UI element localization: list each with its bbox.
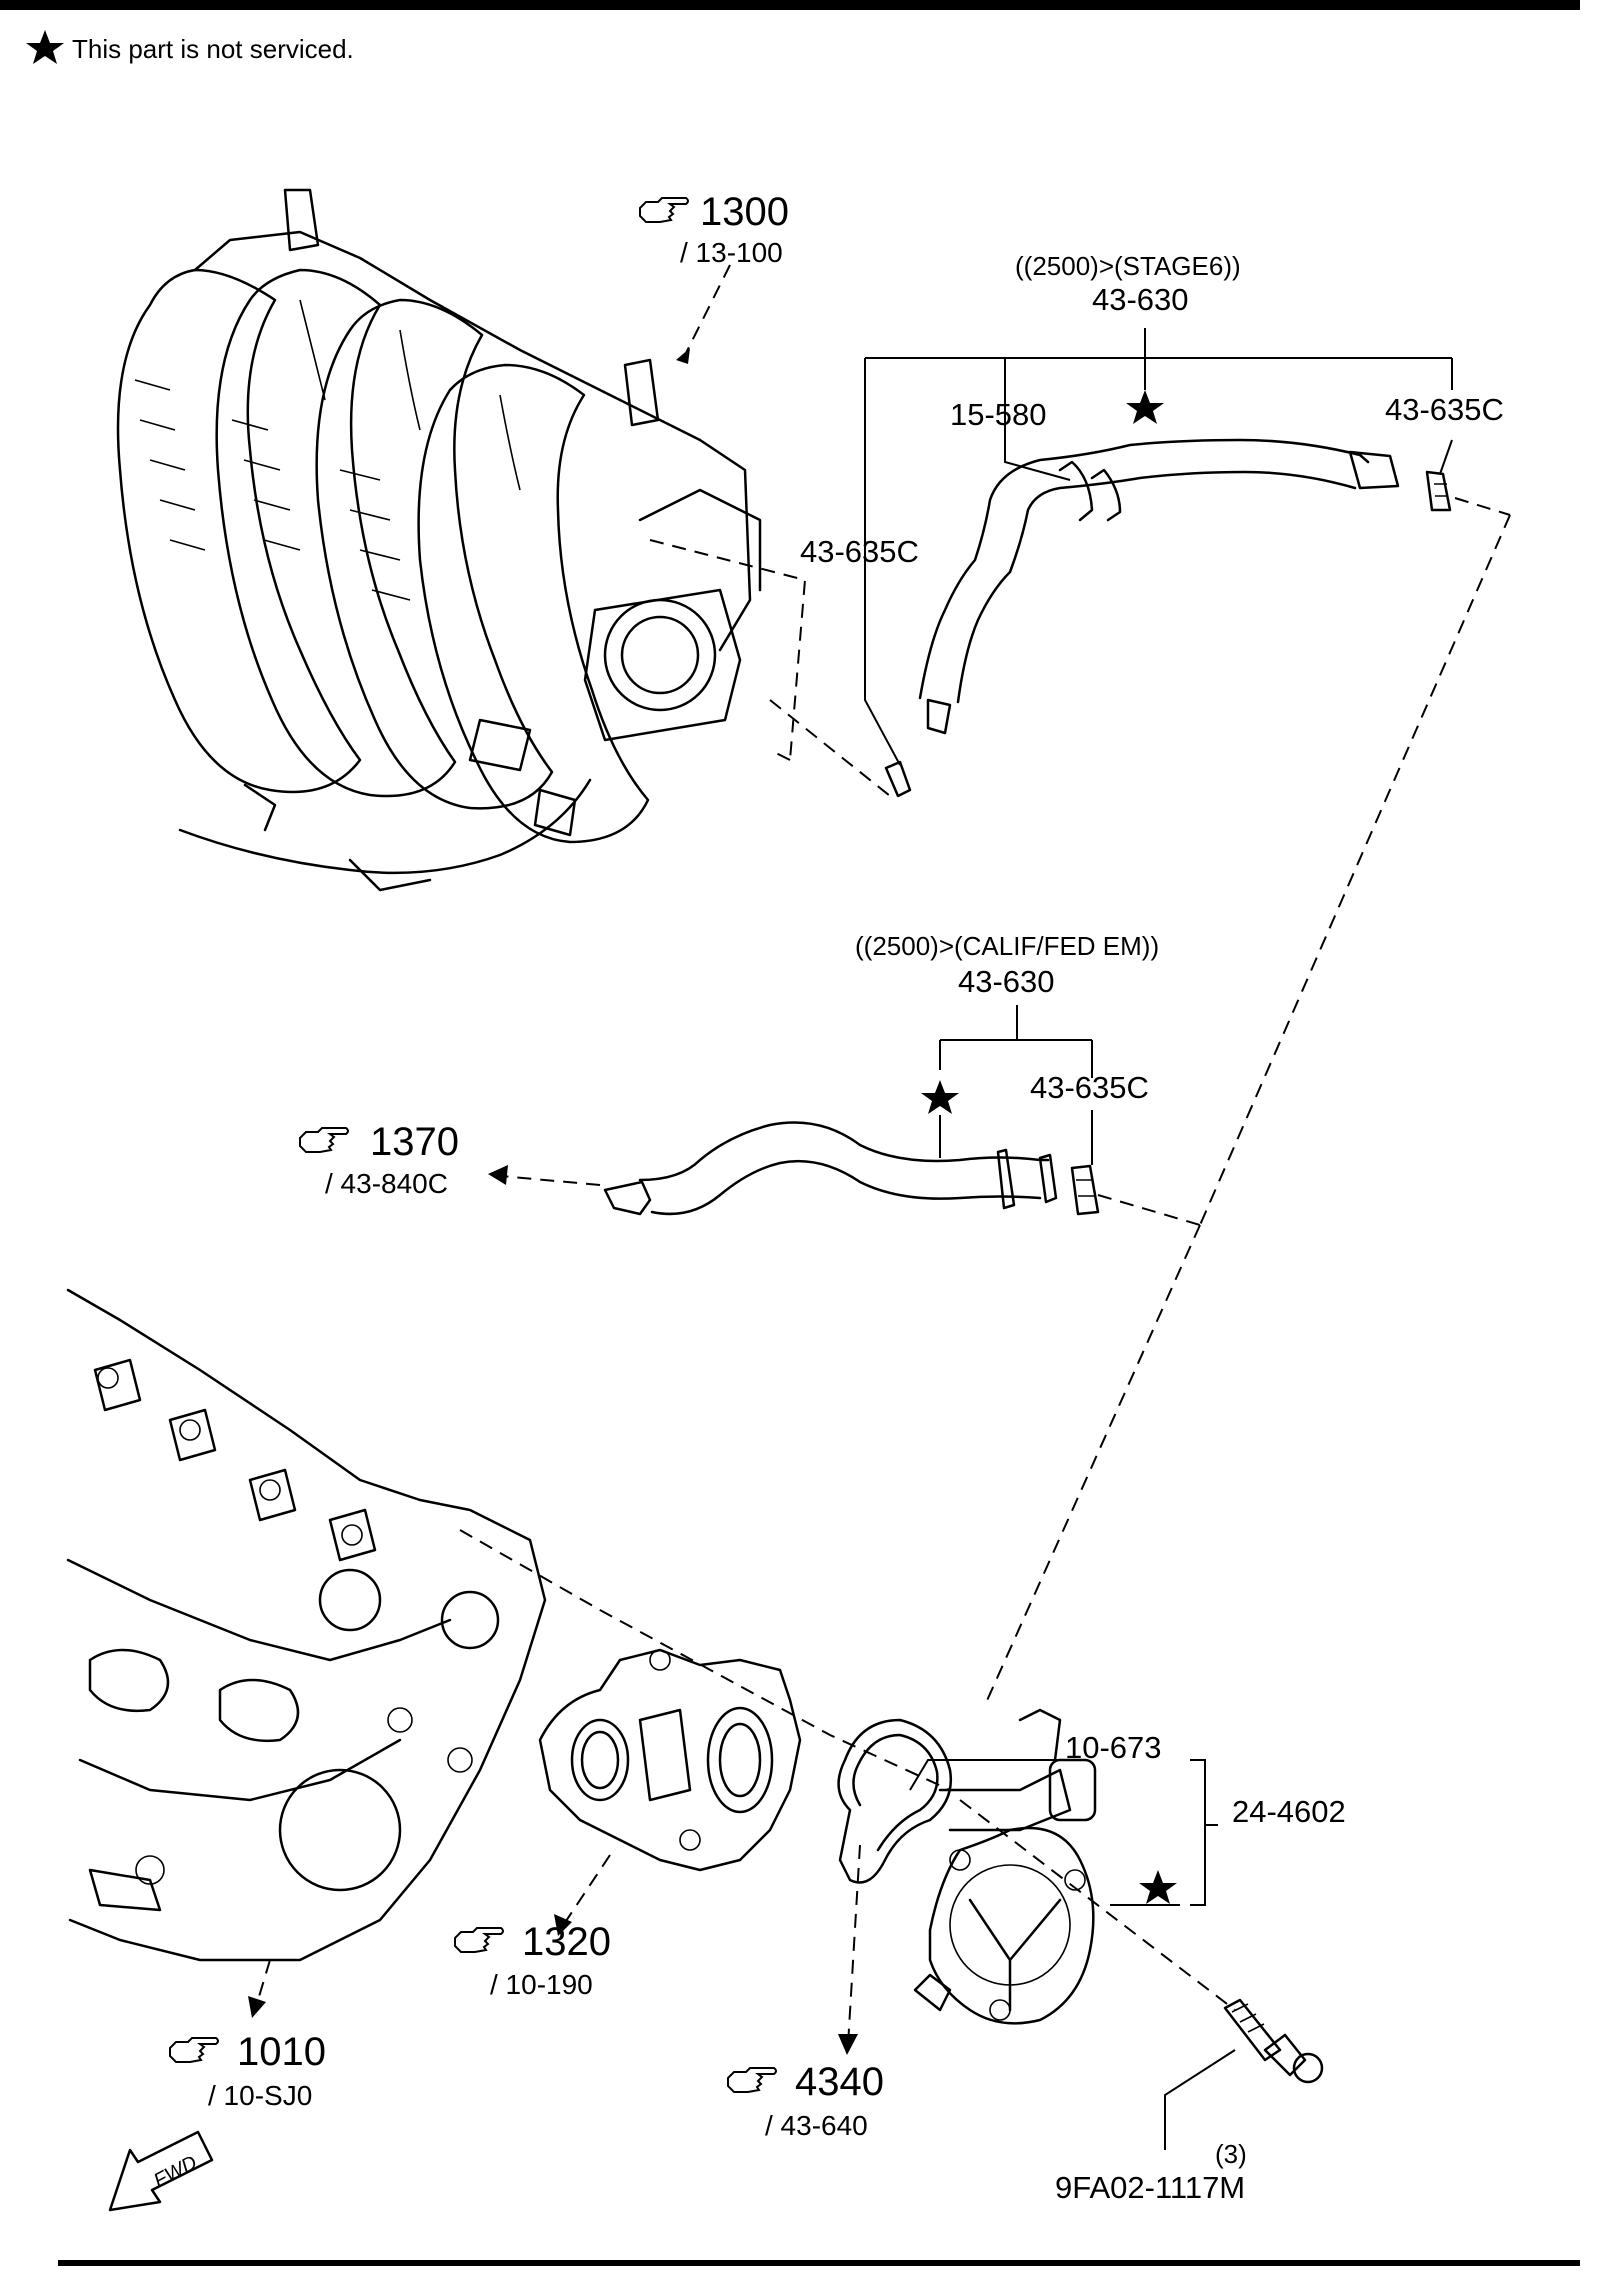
svg-text:4340: 4340 bbox=[795, 2060, 884, 2104]
bottom-border bbox=[58, 2260, 1580, 2266]
svg-text:/ 10-SJ0: / 10-SJ0 bbox=[208, 2080, 312, 2111]
bolt bbox=[1223, 1998, 1324, 2084]
svg-text:/ 10-190: / 10-190 bbox=[490, 1969, 593, 2000]
upper-hose bbox=[884, 438, 1452, 798]
star-icon bbox=[1139, 1870, 1177, 1904]
svg-text:FWD: FWD bbox=[150, 2152, 201, 2193]
pointing-hand-icon bbox=[639, 197, 689, 223]
reference-4340: 4340 / 43-640 bbox=[727, 2060, 884, 2141]
star-icon bbox=[921, 1080, 959, 1114]
lower-hose-condition: ((2500)>(CALIF/FED EM)) bbox=[855, 931, 1159, 961]
reference-1370: 1370 / 43-840C bbox=[299, 1120, 459, 1199]
pointing-hand-icon bbox=[169, 2037, 219, 2063]
label-15-580: 15-580 bbox=[950, 397, 1047, 432]
reference-1320: 1320 / 10-190 bbox=[454, 1920, 611, 2000]
upper-hose-condition: ((2500)>(STAGE6)) bbox=[1015, 251, 1241, 281]
gasket-label: 10-673 bbox=[1065, 1730, 1162, 1765]
upper-clamp-right: 43-635C bbox=[1385, 392, 1504, 427]
top-border bbox=[0, 0, 1580, 10]
svg-text:/ 43-640: / 43-640 bbox=[765, 2110, 868, 2141]
lower-hose bbox=[603, 1121, 1100, 1216]
bolt-part-number: 9FA02-1117M bbox=[1055, 2170, 1245, 2205]
cover-1320 bbox=[538, 1648, 802, 1872]
svg-text:1010: 1010 bbox=[237, 2030, 326, 2074]
legend-note: This part is not serviced. bbox=[26, 30, 354, 64]
leader-lines bbox=[864, 328, 1453, 2150]
svg-text:1300: 1300 bbox=[700, 190, 789, 234]
upper-clamp-left: 43-635C bbox=[800, 534, 919, 569]
pointing-hand-icon bbox=[727, 2067, 777, 2093]
pump-assembly-label: 24-4602 bbox=[1232, 1794, 1346, 1829]
pointing-hand-icon bbox=[454, 1927, 504, 1953]
star-icon bbox=[26, 30, 64, 64]
svg-text:/ 43-840C: / 43-840C bbox=[325, 1168, 448, 1199]
bolt-qty: (3) bbox=[1215, 2139, 1247, 2169]
lower-clamp: 43-635C bbox=[1030, 1070, 1149, 1105]
svg-text:/ 13-100: / 13-100 bbox=[680, 237, 783, 268]
reference-1010: 1010 / 10-SJ0 bbox=[169, 2030, 326, 2111]
dashed-callouts bbox=[254, 264, 1511, 2046]
upper-hose-assembly: 43-630 bbox=[1092, 282, 1189, 317]
arrowheads bbox=[248, 348, 858, 2055]
svg-text:1320: 1320 bbox=[522, 1920, 611, 1964]
water-pump bbox=[837, 1708, 1097, 2025]
intake-manifold bbox=[116, 188, 762, 892]
fwd-arrow-icon: FWD bbox=[108, 2130, 214, 2212]
lower-hose-assembly: 43-630 bbox=[958, 964, 1055, 999]
star-icon bbox=[1126, 390, 1164, 424]
pointing-hand-icon bbox=[299, 1127, 349, 1153]
reference-1300: 1300 / 13-100 bbox=[639, 190, 789, 268]
cylinder-block bbox=[66, 1288, 547, 1962]
legend-text: This part is not serviced. bbox=[72, 34, 354, 64]
svg-text:1370: 1370 bbox=[370, 1120, 459, 1164]
